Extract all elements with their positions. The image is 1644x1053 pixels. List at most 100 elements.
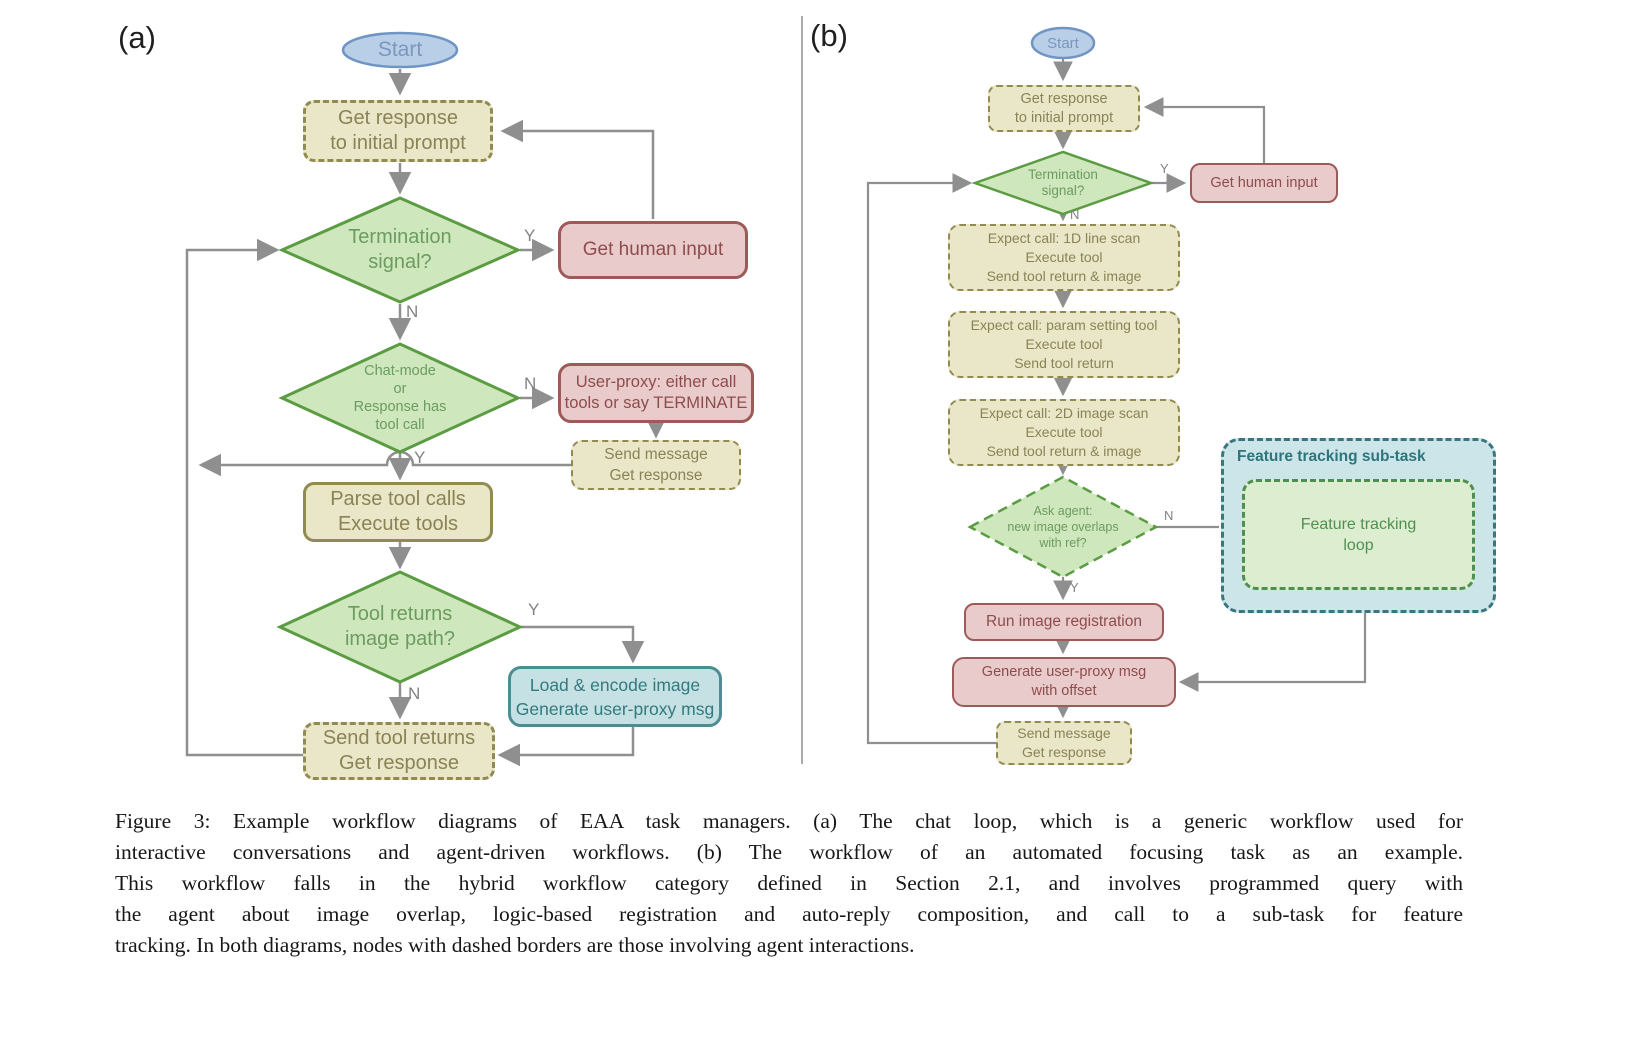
b-edge-subtask-generate bbox=[1178, 613, 1367, 692]
node-line: Execute tools bbox=[337, 513, 459, 535]
a-termination-yes-label: Y bbox=[524, 226, 536, 245]
b-termination-yes-label: Y bbox=[1160, 161, 1169, 176]
b-expect-1d-node: Expect call: 1D line scan Execute tool S… bbox=[948, 224, 1180, 291]
node-line: Get human input bbox=[582, 239, 724, 260]
node-line: Execute tool bbox=[1025, 336, 1103, 352]
node-line: Execute tool bbox=[1025, 424, 1103, 440]
a-chatmode-label: Chat-mode or Response has tool call bbox=[320, 362, 480, 434]
panel-b-label: (b) bbox=[810, 18, 848, 53]
node-line: Generate user-proxy msg bbox=[515, 698, 715, 719]
node-line: Send tool return bbox=[1014, 355, 1114, 371]
node-line: new image overlaps bbox=[1007, 520, 1119, 534]
node-line: Tool returns bbox=[347, 603, 453, 625]
node-line: Chat-mode bbox=[364, 363, 436, 379]
node-line: Get response bbox=[1021, 744, 1107, 760]
node-line: Send message bbox=[1017, 725, 1111, 741]
node-line: Expect call: 2D image scan bbox=[979, 405, 1149, 421]
b-askagent-label: Ask agent: new image overlaps with ref? bbox=[983, 503, 1143, 551]
b-generate-msg-node: Generate user-proxy msg with offset bbox=[952, 657, 1176, 707]
node-line: Expect call: 1D line scan bbox=[987, 230, 1141, 246]
a-chatmode-diamond bbox=[278, 342, 522, 454]
caption-line: the agent about image overlap, logic-bas… bbox=[115, 902, 1463, 926]
a-toolreturns-label: Tool returns image path? bbox=[310, 602, 490, 652]
a-termination-diamond bbox=[278, 196, 522, 304]
b-termination-no-label: N bbox=[1070, 207, 1080, 222]
node-line: Send tool returns bbox=[322, 727, 476, 749]
node-line: Expect call: param setting tool bbox=[970, 317, 1158, 333]
a-edge-loadencode-sendreturns bbox=[497, 727, 635, 767]
a-parse-tools-node: Parse tool calls Execute tools bbox=[303, 482, 493, 542]
caption-line: tracking. In both diagrams, nodes with d… bbox=[115, 933, 915, 957]
a-termination-no-label: N bbox=[406, 302, 419, 321]
b-expect-2d-node: Expect call: 2D image scan Execute tool … bbox=[948, 399, 1180, 466]
node-line: Execute tool bbox=[1025, 249, 1103, 265]
a-toolreturns-no-label: N bbox=[408, 684, 421, 703]
a-edge-humaninput-loop bbox=[500, 119, 655, 219]
node-line: Get response bbox=[609, 467, 703, 484]
node-line: to initial prompt bbox=[330, 132, 466, 154]
node-line: Ask agent: bbox=[1033, 504, 1093, 518]
a-edge-toolreturns-yes bbox=[520, 625, 645, 664]
b-start-label: Start bbox=[1047, 34, 1079, 52]
a-load-encode-node: Load & encode image Generate user-proxy … bbox=[508, 666, 722, 727]
caption-line: Figure 3: Example workflow diagrams of E… bbox=[115, 809, 1463, 833]
b-get-human-input-node: Get human input bbox=[1190, 163, 1338, 203]
node-line: Parse tool calls bbox=[330, 488, 466, 510]
a-send-message-node: Send message Get response bbox=[571, 440, 741, 490]
node-line: Send tool return & image bbox=[986, 443, 1142, 459]
node-line: image path? bbox=[344, 628, 456, 650]
a-start-label: Start bbox=[377, 38, 423, 61]
b-edge-humaninput-loop bbox=[1143, 97, 1266, 163]
node-line: Get response bbox=[1020, 90, 1108, 107]
node-line: Run image registration bbox=[986, 613, 1142, 630]
b-askagent-no-label: N bbox=[1164, 508, 1174, 523]
a-toolreturns-yes-label: Y bbox=[528, 600, 540, 619]
b-get-response-node: Get response to initial prompt bbox=[988, 85, 1140, 132]
b-start-ellipse bbox=[1030, 26, 1096, 60]
node-line: Get response bbox=[338, 752, 460, 774]
node-line: or bbox=[393, 381, 407, 397]
a-start-ellipse bbox=[341, 31, 459, 69]
caption-line: This workflow falls in the hybrid workfl… bbox=[115, 871, 1463, 895]
node-line: Send message bbox=[604, 446, 708, 463]
node-line: with offset bbox=[1031, 683, 1097, 699]
node-line: Load & encode image bbox=[529, 674, 701, 695]
b-run-registration-node: Run image registration bbox=[964, 603, 1164, 641]
node-line: Feature tracking bbox=[1300, 515, 1417, 533]
b-edge-feedback-left bbox=[866, 173, 996, 745]
node-line: Get human input bbox=[1210, 174, 1318, 191]
b-feature-loop-node: Feature tracking loop bbox=[1242, 479, 1475, 590]
node-line: signal? bbox=[368, 251, 432, 273]
a-edge-feedback-left bbox=[185, 238, 303, 757]
a-get-response-node: Get response to initial prompt bbox=[303, 100, 493, 162]
a-edge-sendmessage-return bbox=[198, 450, 571, 477]
node-line: Generate user-proxy msg bbox=[981, 664, 1147, 680]
flow-wires bbox=[185, 16, 1367, 767]
a-toolreturns-diamond bbox=[276, 570, 524, 684]
b-send-message-node: Send message Get response bbox=[996, 721, 1132, 765]
node-line: Termination bbox=[348, 226, 452, 248]
node-line: with ref? bbox=[1039, 536, 1087, 550]
node-line: signal? bbox=[1041, 183, 1085, 198]
b-expect-param-node: Expect call: param setting tool Execute … bbox=[948, 311, 1180, 378]
a-send-tool-returns-node: Send tool returns Get response bbox=[303, 722, 495, 780]
panel-a-label: (a) bbox=[118, 20, 156, 55]
a-chatmode-yes-label: Y bbox=[414, 448, 426, 467]
b-termination-label: Termination signal? bbox=[995, 167, 1131, 199]
b-askagent-yes-label: Y bbox=[1070, 580, 1079, 595]
a-termination-label: Termination signal? bbox=[310, 225, 490, 275]
node-line: Response has bbox=[353, 399, 447, 415]
node-line: tools or say TERMINATE bbox=[564, 394, 748, 412]
node-line: loop bbox=[1343, 536, 1374, 554]
node-line: Get response bbox=[337, 107, 459, 129]
a-user-proxy-node: User-proxy: either call tools or say TER… bbox=[558, 363, 754, 423]
b-subtask-title: Feature tracking sub-task bbox=[1237, 448, 1426, 465]
b-askagent-diamond bbox=[967, 475, 1159, 579]
a-chatmode-no-label: N bbox=[524, 374, 537, 393]
a-get-human-input-node: Get human input bbox=[558, 221, 748, 279]
b-termination-diamond bbox=[971, 150, 1155, 216]
node-line: tool call bbox=[375, 417, 425, 433]
node-line: Termination bbox=[1028, 167, 1098, 182]
node-line: Send tool return & image bbox=[986, 268, 1142, 284]
